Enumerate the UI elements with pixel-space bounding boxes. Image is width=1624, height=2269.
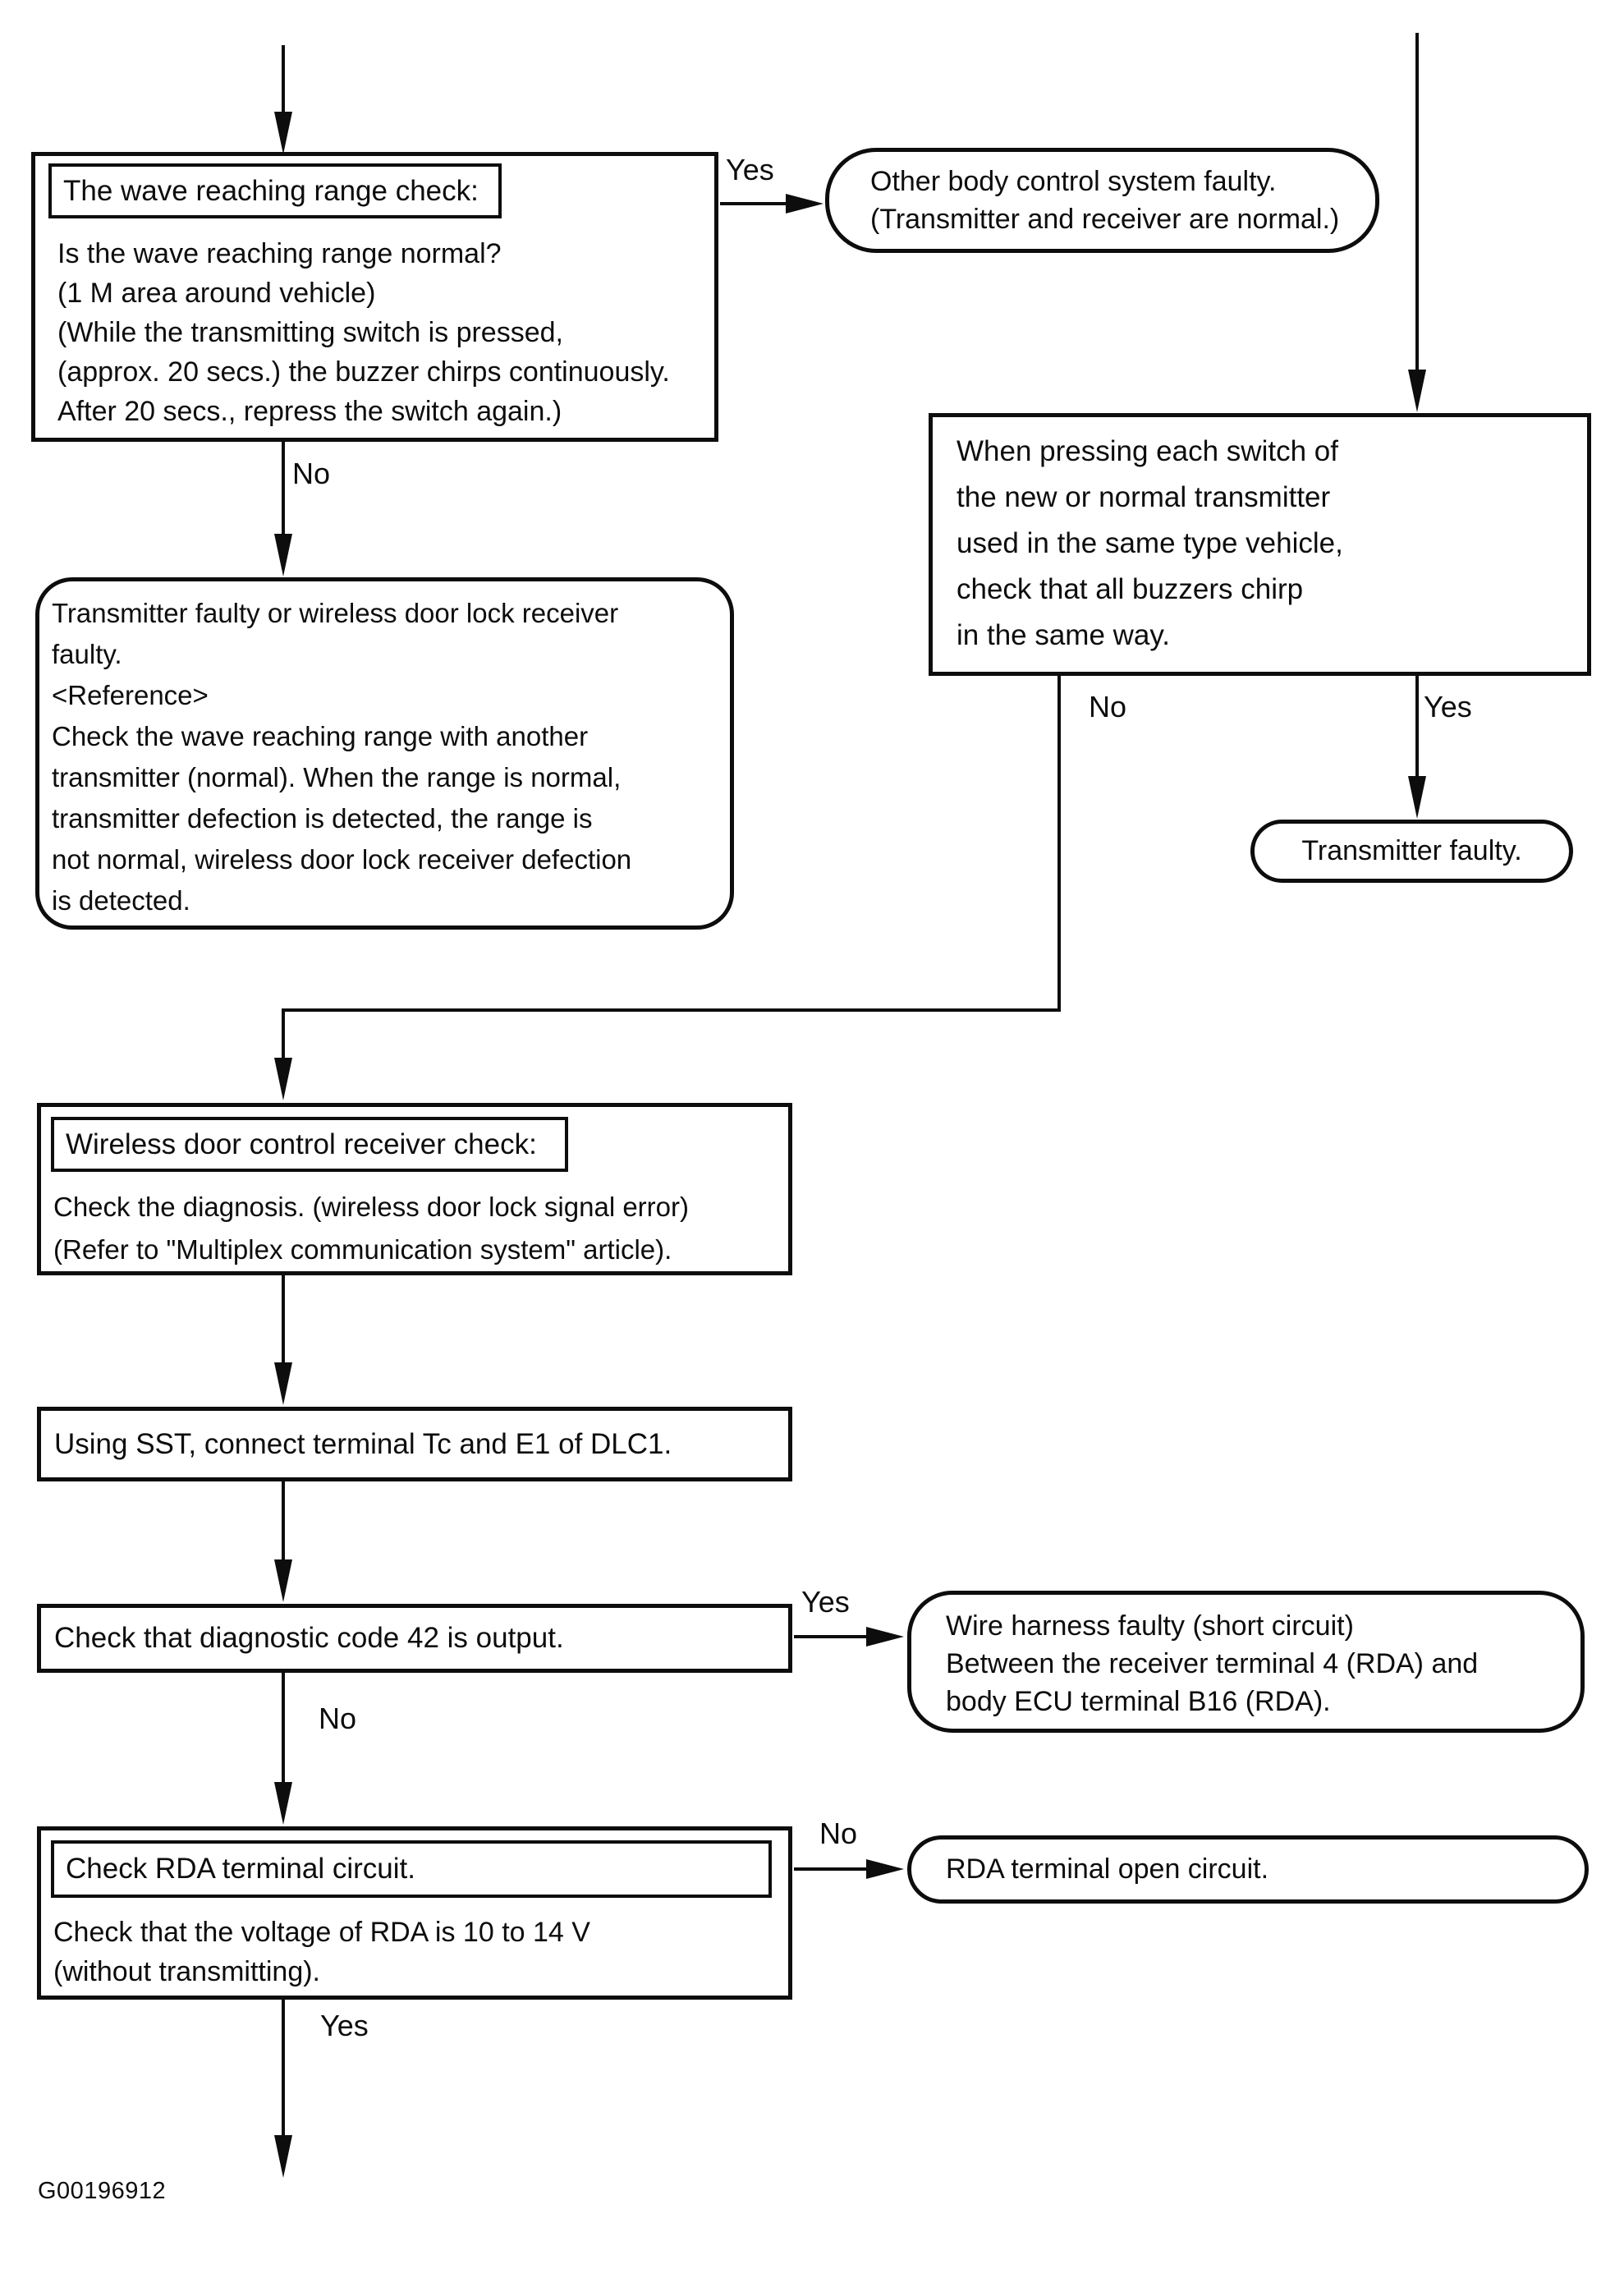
node-connect-sst: Using SST, connect terminal Tc and E1 of…: [37, 1407, 792, 1481]
node-receiver-check-title: Wireless door control receiver check:: [51, 1117, 568, 1172]
connector-elbow-line: [282, 1008, 1061, 1012]
text-line: (without transmitting).: [53, 1956, 320, 1987]
node-pressing-each-switch-body: When pressing each switch of the new or …: [957, 429, 1343, 659]
text-line: (1 M area around vehicle): [57, 278, 376, 309]
text-line: Transmitter faulty or wireless door lock…: [52, 598, 619, 628]
text-line: transmitter defection is detected, the r…: [52, 803, 593, 834]
label-rda-yes: Yes: [320, 2009, 369, 2042]
label-code42-no: No: [319, 1702, 357, 1735]
connector-rda-no-line: [794, 1867, 868, 1871]
text-line: faulty.: [52, 639, 122, 669]
node-wave-range-check-body: Is the wave reaching range normal? (1 M …: [57, 234, 670, 431]
label-wave-no: No: [292, 457, 331, 490]
text-line: transmitter (normal). When the range is …: [52, 762, 622, 792]
text-line: used in the same type vehicle,: [957, 527, 1343, 559]
arrowhead-switch-yes: [1408, 776, 1426, 819]
connector-rda-yes-exit-line: [282, 2000, 285, 2135]
node-rda-terminal-check: Check RDA terminal circuit. Check that t…: [37, 1826, 792, 2000]
text-line: Between the receiver terminal 4 (RDA) an…: [946, 1648, 1479, 1679]
node-transmitter-or-receiver-faulty: Transmitter faulty or wireless door lock…: [35, 577, 734, 930]
label-rda-no: No: [819, 1817, 858, 1850]
node-wave-range-check-title: The wave reaching range check:: [48, 163, 502, 218]
node-wave-range-check: The wave reaching range check: Is the wa…: [31, 152, 718, 442]
arrowhead-sst: [274, 1362, 292, 1405]
text-line: (Refer to "Multiplex communication syste…: [53, 1234, 672, 1265]
text-line: check that all buzzers chirp: [957, 573, 1304, 605]
text-line: (approx. 20 secs.) the buzzer chirps con…: [57, 356, 670, 388]
node-diagnostic-code-42: Check that diagnostic code 42 is output.: [37, 1604, 792, 1673]
text-line: (Transmitter and receiver are normal.): [870, 204, 1340, 235]
node-other-body-control-faulty-body: Other body control system faulty. (Trans…: [870, 163, 1339, 238]
connector-switch-no-line: [1057, 676, 1061, 1012]
text-line: body ECU terminal B16 (RDA).: [946, 1686, 1331, 1717]
label-code42-yes: Yes: [801, 1585, 850, 1619]
arrowhead-code42: [274, 1559, 292, 1602]
text-line: Check that the voltage of RDA is 10 to 1…: [53, 1917, 590, 1948]
node-transmitter-faulty: Transmitter faulty.: [1250, 820, 1573, 883]
node-other-body-control-faulty: Other body control system faulty. (Trans…: [825, 148, 1379, 253]
node-rda-terminal-check-body: Check that the voltage of RDA is 10 to 1…: [53, 1913, 590, 1991]
text-line: Other body control system faulty.: [870, 166, 1277, 197]
text-line: When pressing each switch of: [957, 435, 1338, 467]
text-line: not normal, wireless door lock receiver …: [52, 844, 632, 875]
label-switch-no: No: [1089, 690, 1127, 723]
arrowhead-rda-no: [866, 1859, 904, 1879]
text-line: (While the transmitting switch is presse…: [57, 317, 563, 348]
arrowhead-exit: [274, 2135, 292, 2178]
connector-entry-line: [282, 45, 285, 115]
connector-wave-yes-line: [720, 202, 787, 205]
node-wire-harness-faulty-body: Wire harness faulty (short circuit) Betw…: [946, 1607, 1478, 1720]
figure-id-caption: G00196912: [38, 2178, 167, 2204]
text-line: Check the diagnosis. (wireless door lock…: [53, 1192, 689, 1222]
node-receiver-check: Wireless door control receiver check: Ch…: [37, 1103, 792, 1275]
arrowhead-right-entry: [1408, 370, 1426, 412]
text-line: <Reference>: [52, 680, 209, 710]
arrowhead-wave-yes: [786, 194, 823, 214]
node-rda-open-circuit: RDA terminal open circuit.: [907, 1835, 1589, 1904]
node-rda-terminal-check-title: Check RDA terminal circuit.: [51, 1840, 772, 1898]
connector-receiver-to-sst-line: [282, 1275, 285, 1362]
text-line: Wire harness faulty (short circuit): [946, 1610, 1354, 1642]
connector-elbow-down-line: [282, 1008, 285, 1059]
text-line: the new or normal transmitter: [957, 481, 1331, 513]
node-receiver-check-body: Check the diagnosis. (wireless door lock…: [53, 1186, 689, 1271]
node-pressing-each-switch: When pressing each switch of the new or …: [929, 413, 1591, 676]
label-wave-yes: Yes: [726, 153, 774, 186]
text-line: Check the wave reaching range with anoth…: [52, 721, 589, 751]
text-line: in the same way.: [957, 619, 1171, 651]
connector-code42-yes-line: [794, 1635, 868, 1638]
text-line: Is the wave reaching range normal?: [57, 238, 502, 269]
text-line: is detected.: [52, 885, 190, 916]
arrowhead-entry: [274, 112, 292, 154]
arrowhead-receiver-check: [274, 1058, 292, 1100]
node-transmitter-or-receiver-faulty-body: Transmitter faulty or wireless door lock…: [52, 593, 631, 921]
node-wire-harness-faulty: Wire harness faulty (short circuit) Betw…: [907, 1591, 1585, 1733]
connector-right-entry-line: [1415, 33, 1419, 371]
connector-sst-to-code42-line: [282, 1481, 285, 1559]
arrowhead-rda-check: [274, 1782, 292, 1825]
connector-code42-no-line: [282, 1673, 285, 1782]
arrowhead-wave-no: [274, 534, 292, 576]
connector-wave-no-line: [282, 442, 285, 535]
text-line: After 20 secs., repress the switch again…: [57, 396, 562, 427]
connector-switch-yes-line: [1415, 676, 1419, 776]
label-switch-yes: Yes: [1424, 690, 1472, 723]
arrowhead-code42-yes: [866, 1627, 904, 1647]
